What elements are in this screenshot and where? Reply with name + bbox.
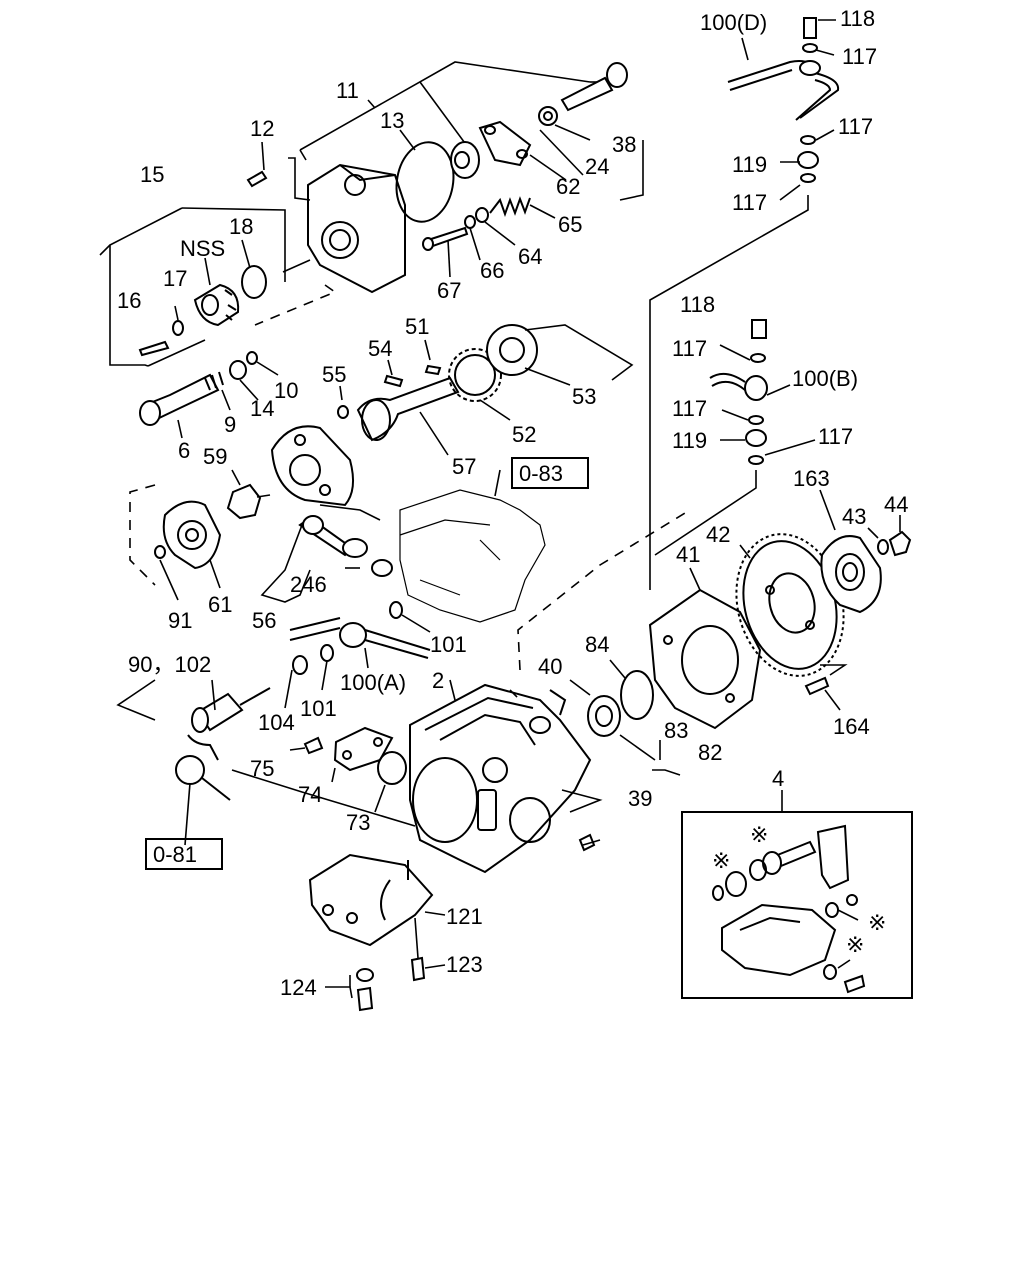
callout-246: 246: [290, 572, 327, 597]
callout-52: 52: [512, 422, 536, 447]
callout-18: 18: [229, 214, 253, 239]
drive-shaft: [337, 324, 538, 442]
callout-17: 17: [163, 266, 187, 291]
cover-plate: [303, 726, 407, 785]
regulator-group-15: [99, 207, 286, 367]
callout-4: 4: [772, 766, 784, 791]
callout-2: 2: [432, 668, 444, 693]
callout-15: 15: [140, 162, 164, 187]
callout-41: 41: [676, 542, 700, 567]
reference-0-81-text: 0-81: [153, 842, 197, 867]
callout-104: 104: [258, 710, 295, 735]
callout-163: 163: [793, 466, 830, 491]
callout-62: 62: [556, 174, 580, 199]
callout-117-b3: 117: [818, 424, 853, 449]
mounting-bracket: [308, 853, 434, 1012]
callout-101-b: 101: [300, 696, 337, 721]
callout-84: 84: [585, 632, 609, 657]
callout-67: 67: [437, 278, 461, 303]
callout-54: 54: [368, 336, 392, 361]
callout-40: 40: [538, 654, 562, 679]
callout-73: 73: [346, 810, 370, 835]
callout-119-top: 119: [732, 152, 767, 177]
asterisk-1: ※: [712, 848, 730, 873]
callout-83: 83: [664, 718, 688, 743]
callout-51: 51: [405, 314, 429, 339]
callout-nss: NSS: [180, 236, 225, 261]
callout-9: 9: [224, 412, 236, 437]
callout-42: 42: [706, 522, 730, 547]
callout-118-top: 118: [840, 6, 875, 31]
callout-117-top: 117: [842, 44, 877, 69]
asterisk-3: ※: [868, 910, 886, 935]
asterisk-2: ※: [750, 822, 768, 847]
callout-38: 38: [612, 132, 636, 157]
ghost-pump-body: [399, 489, 546, 623]
callout-124: 124: [280, 975, 317, 1000]
callout-11: 11: [336, 78, 359, 103]
callout-6: 6: [178, 438, 190, 463]
inset-asterisks: ※ ※ ※ ※: [712, 822, 886, 957]
pump-housing: [409, 683, 596, 874]
governor-assembly: [226, 425, 393, 577]
callout-117-b1: 117: [672, 336, 707, 361]
callout-100d: 100(D): [700, 10, 767, 35]
callout-118-b: 118: [680, 292, 715, 317]
callout-82: 82: [698, 740, 722, 765]
pump-head-assembly: [299, 61, 644, 294]
callout-13: 13: [380, 108, 404, 133]
callout-101-a: 101: [430, 632, 467, 657]
callout-10: 10: [274, 378, 298, 403]
callout-117-b2: 117: [672, 396, 707, 421]
reference-0-81[interactable]: 0-81: [145, 838, 223, 870]
callout-57: 57: [452, 454, 476, 479]
callout-91: 91: [168, 608, 192, 633]
inset-detail-4: [681, 811, 913, 999]
pipe-a: [289, 601, 431, 659]
callout-65: 65: [558, 212, 582, 237]
callout-12: 12: [250, 116, 274, 141]
reference-0-83-text: 0-83: [519, 461, 563, 486]
callout-labels: 100(D) 118 117 117 119 117 11 13 38 24 6…: [117, 6, 908, 1000]
sensor: [116, 644, 334, 801]
callout-24: 24: [585, 154, 609, 179]
callout-59: 59: [203, 444, 227, 469]
callout-74: 74: [298, 782, 322, 807]
callout-44: 44: [884, 492, 908, 517]
callout-117-low: 117: [732, 190, 767, 215]
callout-61: 61: [208, 592, 232, 617]
callout-121: 121: [446, 904, 483, 929]
cam-plate: [129, 484, 222, 586]
callout-100a: 100(A): [340, 670, 406, 695]
callout-64: 64: [518, 244, 542, 269]
callout-43: 43: [842, 504, 866, 529]
callout-164: 164: [833, 714, 870, 739]
callout-53: 53: [572, 384, 596, 409]
pipe-b: [709, 319, 768, 465]
callout-39: 39: [628, 786, 652, 811]
callout-100b: 100(B): [792, 366, 858, 391]
flange-nut: [820, 530, 912, 614]
callout-55: 55: [322, 362, 346, 387]
asterisk-4: ※: [846, 932, 864, 957]
return-pipe-d: [727, 17, 840, 183]
callout-123: 123: [446, 952, 483, 977]
callout-90-102: 90，102: [128, 652, 211, 677]
callout-119-b: 119: [672, 428, 707, 453]
callout-117-mid: 117: [838, 114, 873, 139]
callout-14: 14: [250, 396, 274, 421]
callout-66: 66: [480, 258, 504, 283]
callout-56: 56: [252, 608, 276, 633]
delivery-valve: [139, 351, 258, 426]
bearing-cover: [587, 588, 762, 737]
callout-16: 16: [117, 288, 141, 313]
callout-75: 75: [250, 756, 274, 781]
reference-0-83[interactable]: 0-83: [511, 457, 589, 489]
